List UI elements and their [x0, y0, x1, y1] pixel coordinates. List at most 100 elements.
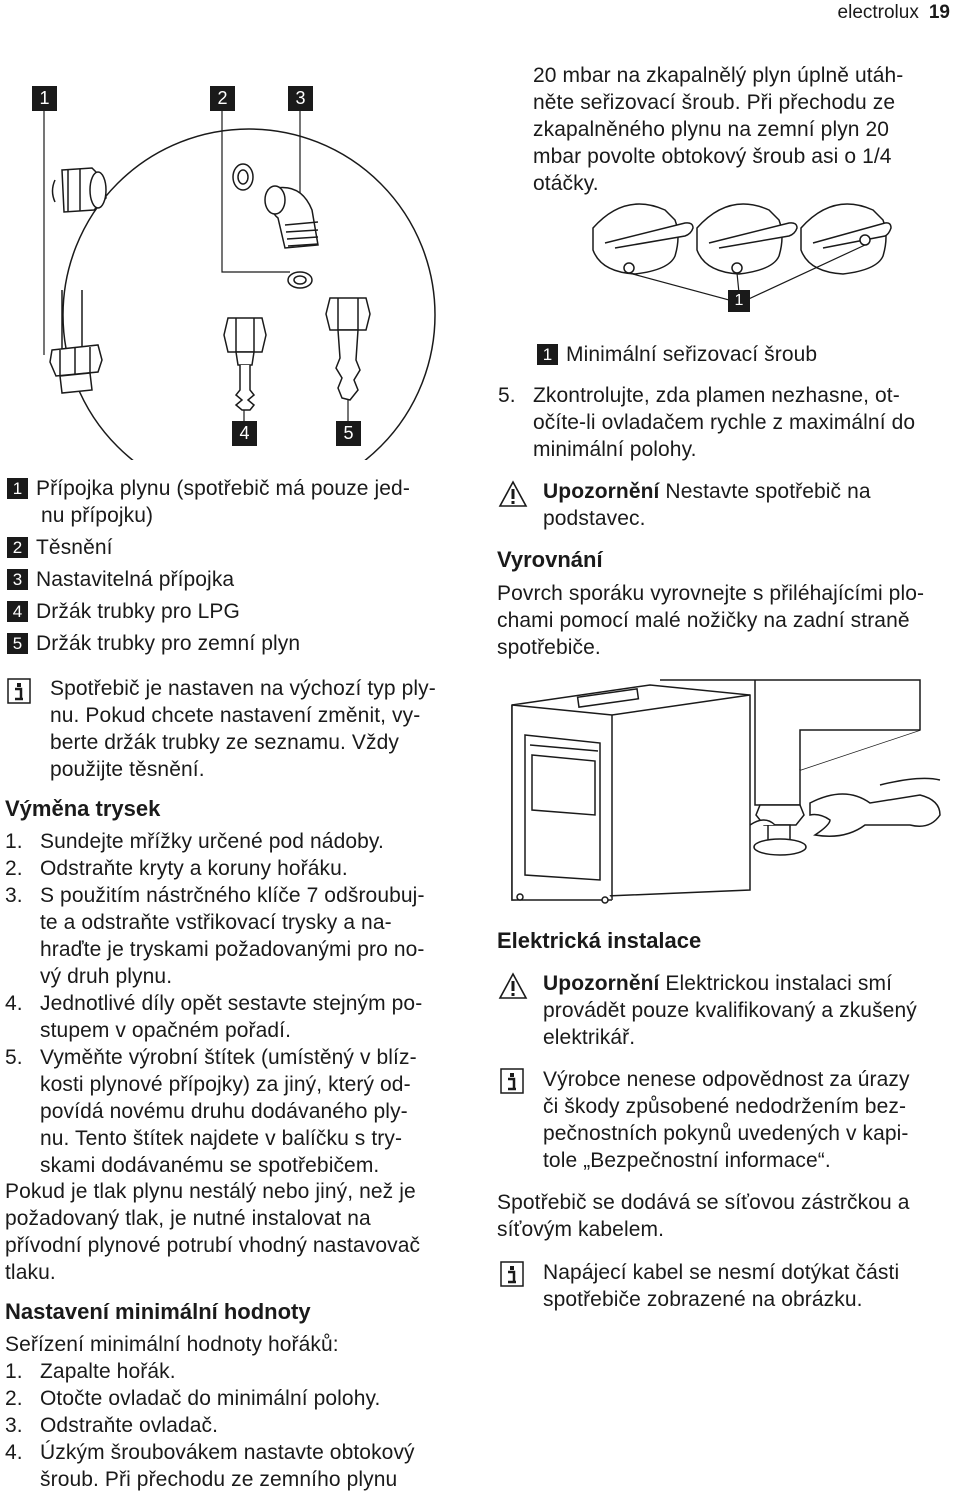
note-line: použijte těsnění. — [50, 758, 205, 781]
info-icon — [7, 678, 31, 704]
figure-label-1: 1 — [32, 86, 57, 111]
leveling-figure — [500, 675, 945, 915]
info-note-2: Výrobce nenese odpovědnost za úrazy či š… — [543, 1066, 910, 1174]
step-line: Úzkým šroubovákem nastavte obtokový — [40, 1441, 415, 1464]
note-line: pečnostních pokynů uvedených v kapi- — [543, 1122, 909, 1145]
note-line: Napájecí kabel se nesmí dotýkat části — [543, 1261, 900, 1284]
section-title-minimum: Nastavení minimální hodnoty — [5, 1299, 311, 1324]
step-number: 5. — [5, 1046, 23, 1069]
part-label: Těsnění — [36, 536, 113, 559]
para-line: zkapalněného plynu na zemní plyn 20 — [533, 118, 890, 141]
leveling-paragraph: Povrch sporáku vyrovnejte s přiléhajícím… — [497, 580, 924, 661]
continued-paragraph: 20 mbar na zkapalnělý plyn úplně utáh- n… — [533, 62, 903, 197]
step-number: 1. — [5, 830, 23, 853]
part-number: 3 — [7, 569, 28, 590]
para-line: Povrch sporáku vyrovnejte s přiléhajícím… — [497, 582, 925, 605]
knobs-illustration — [592, 203, 892, 304]
step-item: 4. Jednotlivé díly opět sestavte stejným… — [5, 990, 465, 1044]
warning-note-1: Upozornění Nestavte spotřebič na podstav… — [543, 478, 871, 532]
warning-text-line: podstavec. — [543, 507, 646, 530]
step-item: 2. Otočte ovladač do minimální polohy. — [5, 1385, 475, 1412]
gas-parts-illustration — [43, 110, 436, 502]
figure2-label-1: 1 — [728, 290, 750, 312]
caption-number: 1 — [537, 344, 558, 365]
step-number: 5. — [498, 384, 516, 407]
para-line: chami pomocí malé nožičky na zadní stran… — [497, 609, 910, 632]
step-number: 4. — [5, 1441, 23, 1464]
warning-label: Upozornění — [543, 480, 660, 503]
step-item: 1. Sundejte mřížky určené pod nádoby. — [5, 828, 465, 855]
step-number: 2. — [5, 857, 23, 880]
step-item: 5. Zkontrolujte, zda plamen nezhasne, ot… — [498, 382, 960, 463]
para-line: spotřebiče. — [497, 636, 601, 659]
warning-label: Upozornění — [543, 972, 660, 995]
step-line: šroub. Při přechodu ze zemního plynu — [40, 1468, 398, 1491]
step-item: 1.Zapalte hořák. — [5, 1358, 475, 1385]
step-item: 3. Odstraňte ovladač. — [5, 1412, 475, 1439]
step-line: Jednotlivé díly opět sestavte stejným po… — [40, 992, 423, 1015]
info-icon — [500, 1261, 524, 1287]
info-icon — [500, 1068, 524, 1094]
step-line: stupem v opačném pořadí. — [40, 1019, 292, 1042]
part-label-continued: nu přípojku) — [41, 504, 154, 527]
step-line: minimální polohy. — [533, 438, 697, 461]
step-line: Zkontrolujte, zda plamen nezhasne, ot- — [533, 384, 900, 407]
caption-text: Minimální seřizovací šroub — [566, 343, 818, 366]
section-title-nozzles: Výměna trysek — [5, 796, 161, 821]
step-line: Sundejte mřížky určené pod nádoby. — [40, 830, 384, 853]
figure-label-3: 3 — [288, 86, 313, 111]
step-item: 4. Úzkým šroubovákem nastavte obtokový š… — [5, 1439, 475, 1493]
warning-text-line: provádět pouze kvalifikovaný a zkušený — [543, 999, 917, 1022]
para-line: mbar povolte obtokový šroub asi o 1/4 — [533, 145, 892, 168]
figure-label-5: 5 — [336, 421, 361, 446]
step-number: 2. — [5, 1387, 23, 1410]
para-line: 20 mbar na zkapalnělý plyn úplně utáh- — [533, 64, 904, 87]
note-line: spotřebiče zobrazené na obrázku. — [543, 1288, 863, 1311]
step-number: 3. — [5, 1414, 23, 1437]
pressure-paragraph: Pokud je tlak plynu nestálý nebo jiný, n… — [5, 1178, 420, 1286]
warning-note-2: Upozornění Elektrickou instalaci smí pro… — [543, 970, 917, 1051]
figure2-caption: 1 Minimální seřizovací šroub — [537, 341, 817, 368]
part-number: 5 — [7, 633, 28, 654]
part-label: Nastavitelná přípojka — [36, 568, 235, 591]
para-line: Spotřebič se dodává se síťovou zástrčkou… — [497, 1191, 910, 1214]
minimum-steps-list: 1.Zapalte hořák. 2. Otočte ovladač do min… — [5, 1358, 475, 1493]
warning-text-line: elektrikář. — [543, 1026, 636, 1049]
para-line: síťovým kabelem. — [497, 1218, 665, 1241]
para-line: požadovaný tlak, je nutné instalovat na — [5, 1207, 371, 1230]
part-number: 2 — [7, 537, 28, 558]
note-line: berte držák trubky ze seznamu. Vždy — [50, 731, 399, 754]
step-item: 2.Odstraňte kryty a koruny hořáku. — [5, 855, 465, 882]
oven-leveling-illustration — [511, 679, 941, 904]
note-line: Spotřebič je nastaven na výchozí typ ply… — [50, 677, 436, 700]
part-label: Držák trubky pro LPG — [36, 600, 240, 623]
section-title-electric: Elektrická instalace — [497, 928, 702, 953]
parts-list: 1 Přípojka plynu (spotřebič má pouze jed-… — [7, 475, 467, 662]
step-line: očíte-li ovladačem rychle z maximální do — [533, 411, 916, 434]
page-number: 19 — [928, 2, 950, 23]
step-line: Otočte ovladač do minimální polohy. — [40, 1387, 381, 1410]
para-line: Pokud je tlak plynu nestálý nebo jiný, n… — [5, 1180, 416, 1203]
knob-screw-figure: 1 — [585, 198, 905, 323]
warning-text: Elektrickou instalaci smí — [659, 972, 893, 995]
step-line: Odstraňte ovladač. — [40, 1414, 219, 1437]
figure-label-4: 4 — [232, 421, 257, 446]
info-note-3: Napájecí kabel se nesmí dotýkat části sp… — [543, 1259, 899, 1313]
step-line: nu. Tento štítek najdete v balíčku s try… — [40, 1127, 403, 1150]
part-number: 1 — [7, 478, 28, 499]
part-label: Přípojka plynu (spotřebič má pouze jed- — [36, 477, 410, 500]
parts-list-item-cont: nu přípojku) — [7, 502, 467, 534]
warning-icon — [498, 972, 528, 999]
step-item: 5. Vyměňte výrobní štítek (umístěný v bl… — [5, 1044, 465, 1179]
para-line: něte seřizovací šroub. Při přechodu ze — [533, 91, 896, 114]
figure-label-2: 2 — [210, 86, 235, 111]
step-item: 3. S použitím nástrčného klíče 7 odšroub… — [5, 882, 465, 990]
step-number: 4. — [5, 992, 23, 1015]
note-line: tole „Bezpečnostní informace“. — [543, 1149, 831, 1172]
note-line: nu. Pokud chcete nastavení změnit, vy- — [50, 704, 421, 727]
parts-list-item: 3 Nastavitelná přípojka — [7, 566, 467, 598]
step-line: skami dodávanému se spotřebičem. — [40, 1154, 380, 1177]
gas-connection-figure: 1 2 3 4 5 — [0, 60, 460, 502]
